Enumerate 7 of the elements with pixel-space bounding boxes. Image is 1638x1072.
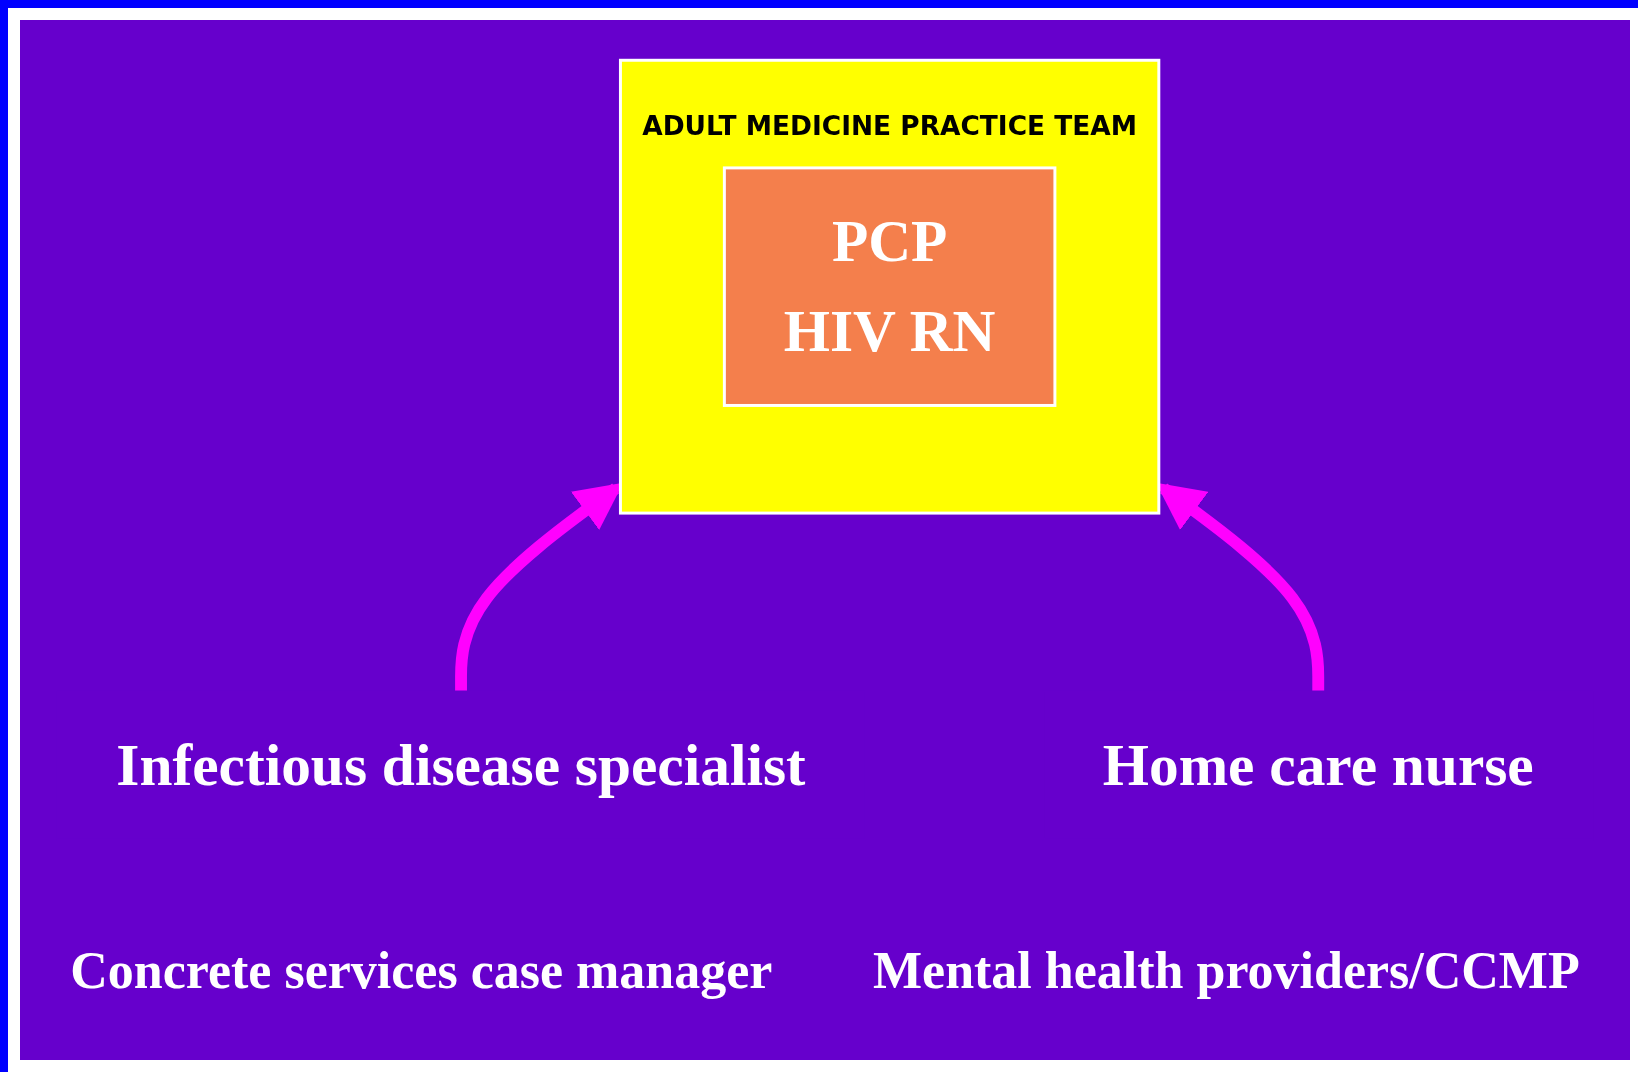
role-text: Concrete services case manager: [70, 940, 773, 1000]
node-box: PCP HIV RN: [722, 166, 1057, 407]
cluster: [618, 58, 1161, 515]
group-title: ADULT MEDICINE PRACTICE TEAM: [642, 109, 1138, 141]
node-text: Infectious disease specialist: [116, 731, 806, 799]
node-text: Home care nurse: [1102, 731, 1534, 799]
role-text: Mental health providers/CCMP: [872, 940, 1580, 1000]
